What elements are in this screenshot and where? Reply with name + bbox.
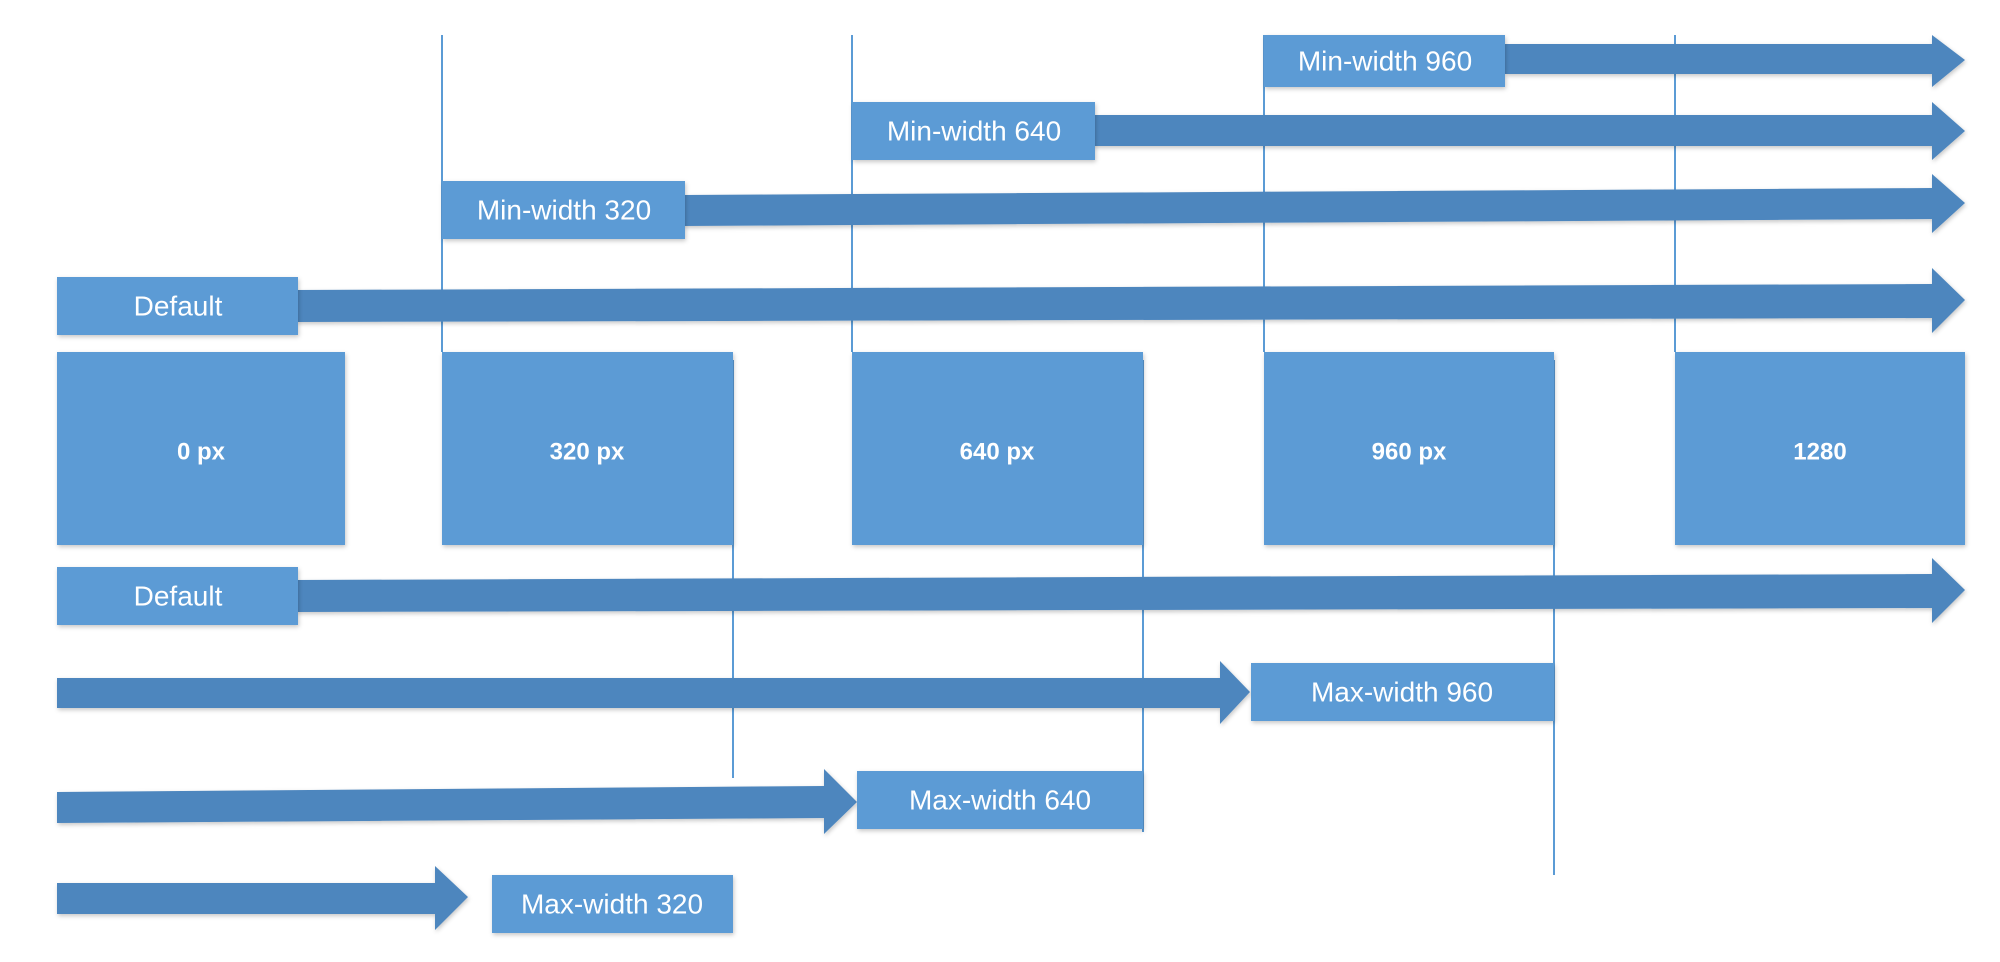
breakpoint-box-0: 0 px	[57, 352, 345, 545]
arrow-max-960	[57, 661, 1250, 724]
min-width-label-min-320: Min-width 320	[442, 181, 685, 239]
min-width-arrows	[296, 35, 1965, 333]
max-width-label-max-320: Max-width 320	[492, 875, 733, 933]
label-min-320: Min-width 320	[477, 195, 651, 226]
breakpoint-label-960: 960 px	[1372, 439, 1447, 466]
label-default-bottom: Default	[134, 581, 223, 612]
arrow-max-320	[57, 866, 468, 930]
breakpoint-boxes: 0 px 320 px 640 px 960 px 1280	[57, 352, 1965, 545]
breakpoint-box-640: 640 px	[852, 352, 1143, 545]
arrow-default-top	[296, 268, 1965, 333]
label-min-640: Min-width 640	[887, 116, 1061, 147]
breakpoint-label-0: 0 px	[177, 439, 226, 466]
label-max-960: Max-width 960	[1311, 677, 1493, 708]
min-width-label-min-960: Min-width 960	[1264, 35, 1505, 87]
max-width-arrows	[57, 558, 1965, 930]
breakpoint-label-320: 320 px	[550, 439, 625, 466]
max-width-label-max-640: Max-width 640	[857, 771, 1143, 829]
arrow-min-320	[683, 174, 1965, 233]
label-max-320: Max-width 320	[521, 889, 703, 920]
max-width-label-default: Default	[57, 567, 298, 625]
breakpoint-label-1280: 1280	[1793, 439, 1846, 466]
breakpoint-box-960: 960 px	[1264, 352, 1554, 545]
label-default-top: Default	[134, 291, 223, 322]
arrow-min-640	[1093, 102, 1965, 160]
breakpoint-label-640: 640 px	[960, 439, 1035, 466]
min-width-label-default: Default	[57, 277, 298, 335]
min-width-label-min-640: Min-width 640	[852, 102, 1095, 160]
label-max-640: Max-width 640	[909, 785, 1091, 816]
label-min-960: Min-width 960	[1298, 46, 1472, 77]
breakpoint-box-320: 320 px	[442, 352, 733, 545]
arrow-default-bottom	[296, 558, 1965, 623]
arrow-max-640	[57, 769, 857, 834]
max-width-label-max-960: Max-width 960	[1251, 663, 1554, 721]
breakpoint-box-1280: 1280	[1675, 352, 1965, 545]
arrow-min-960	[1505, 35, 1965, 87]
